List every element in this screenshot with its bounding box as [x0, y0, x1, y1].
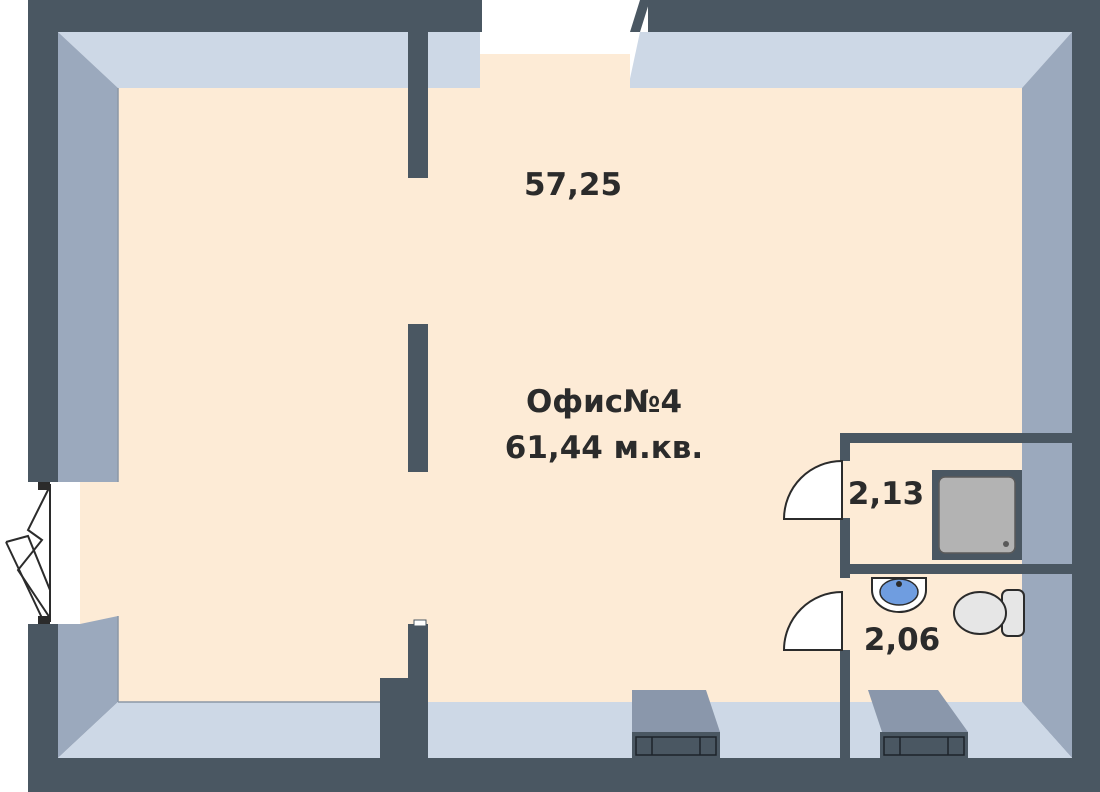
sink — [871, 577, 927, 613]
outer-walls — [28, 0, 1100, 792]
partition-upper — [408, 32, 428, 178]
wc-area-label: 2,06 — [864, 622, 941, 658]
wall-faces — [58, 32, 1072, 758]
shower-tray — [932, 470, 1022, 560]
bathroom-doors — [782, 459, 843, 651]
bath-top-wall — [840, 433, 1072, 443]
office-title-label: Офис№4 — [526, 384, 682, 420]
shower-door — [782, 459, 843, 520]
main-room-area-label: 57,25 — [524, 167, 622, 203]
radiator-1 — [632, 690, 720, 760]
wc-door — [782, 590, 843, 651]
bath-middle-wall — [840, 564, 1072, 574]
balcony-recess — [80, 482, 118, 624]
partition-middle — [408, 324, 428, 472]
balcony-door — [5, 482, 80, 624]
shower-room-area-label: 2,13 — [848, 476, 925, 512]
partition-foot — [380, 678, 428, 758]
radiator-2 — [868, 690, 968, 760]
entrance-floor — [480, 54, 630, 90]
toilet — [953, 589, 1025, 637]
office-area-label: 61,44 м.кв. — [505, 430, 703, 466]
